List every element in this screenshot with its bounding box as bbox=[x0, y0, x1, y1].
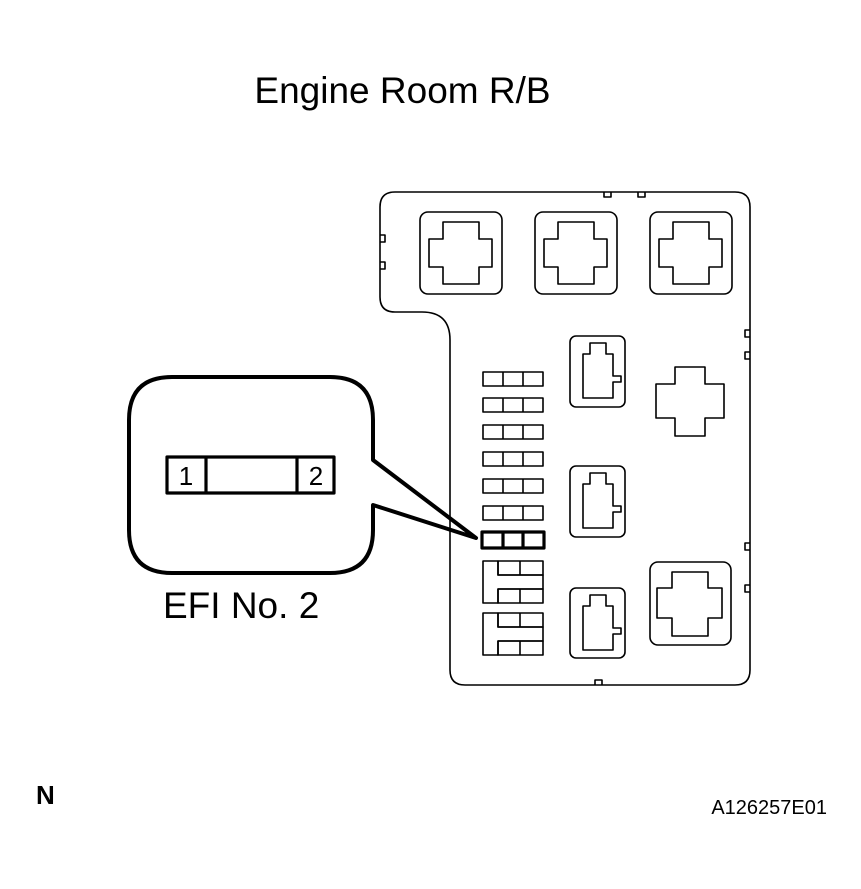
callout-bubble bbox=[127, 375, 478, 575]
double-fuse-2 bbox=[482, 612, 544, 656]
relay-cross-middle bbox=[655, 366, 725, 437]
relay-cross-top-1 bbox=[428, 221, 493, 285]
relay-cross-bottom bbox=[656, 571, 723, 637]
outline-tabs bbox=[380, 192, 750, 685]
fuse-terminal-1: 1 bbox=[179, 461, 193, 491]
relay-block-outline bbox=[379, 191, 751, 686]
fuse-slot bbox=[482, 451, 544, 467]
fuse-name-label: EFI No. 2 bbox=[163, 585, 320, 626]
relay-socket-top-2 bbox=[534, 211, 618, 295]
small-relay-2-shape bbox=[582, 472, 622, 529]
relay-socket-top-3 bbox=[649, 211, 733, 295]
diagram-title: Engine Room R/B bbox=[254, 70, 551, 111]
fuse-slot bbox=[482, 505, 544, 521]
small-relay-2 bbox=[569, 465, 626, 538]
fuse-slot bbox=[482, 478, 544, 494]
small-relay-3-shape bbox=[582, 594, 622, 651]
relay-cross-top-3 bbox=[658, 221, 723, 285]
relay-socket-top-1 bbox=[419, 211, 503, 295]
fuse-enlarged bbox=[165, 455, 336, 495]
small-relay-1-shape bbox=[582, 342, 622, 399]
fuse-slot bbox=[482, 371, 544, 387]
small-relay-3 bbox=[569, 587, 626, 659]
double-fuse-1 bbox=[482, 560, 544, 604]
relay-cross-top-2 bbox=[543, 221, 608, 285]
fuse-slot bbox=[482, 424, 544, 440]
efi-no2-fuse-highlight bbox=[480, 530, 546, 550]
fuse-column bbox=[482, 371, 544, 521]
fuse-slot bbox=[482, 397, 544, 413]
figure-code: A126257E01 bbox=[711, 797, 827, 819]
relay-socket-bottom bbox=[649, 561, 732, 646]
fuse-terminal-2: 2 bbox=[309, 461, 323, 491]
corner-mark: N bbox=[36, 780, 55, 810]
small-relay-1 bbox=[569, 335, 626, 408]
